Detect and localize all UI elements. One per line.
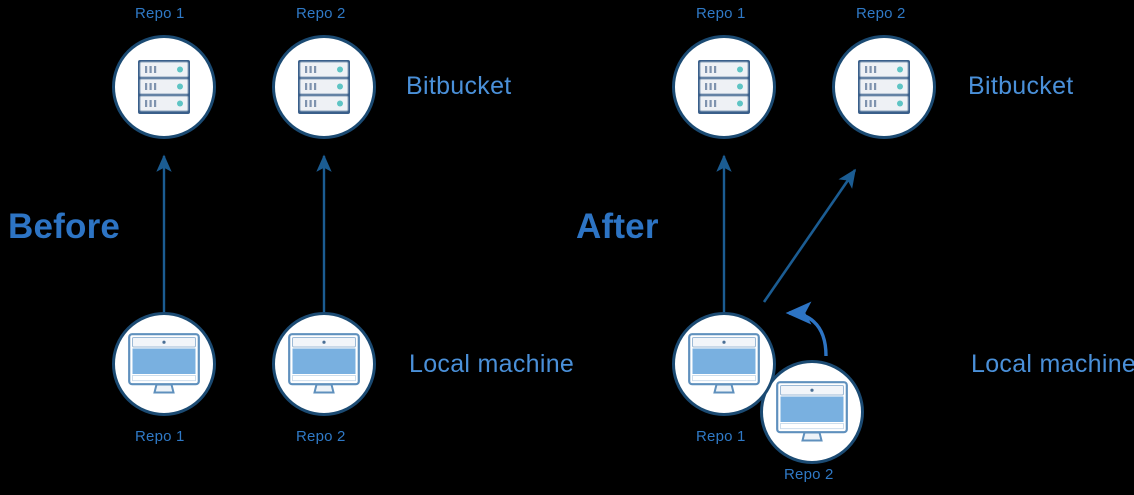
section-heading-before: Before xyxy=(8,207,121,246)
node-label-after-local-repo-1: Repo 1 xyxy=(696,428,746,445)
node-label-before-remote-repo-1: Repo 1 xyxy=(135,5,185,22)
node-before-local-repo-2[interactable] xyxy=(272,312,376,416)
node-after-local-repo-2[interactable] xyxy=(760,360,864,464)
node-label-after-local-repo-2: Repo 2 xyxy=(784,466,834,483)
node-label-after-remote-repo-2: Repo 2 xyxy=(856,5,906,22)
node-before-local-repo-1[interactable] xyxy=(112,312,216,416)
monitor-icon xyxy=(288,333,360,394)
row-label-local-machine-before: Local machine xyxy=(409,350,575,378)
monitor-icon xyxy=(688,333,760,394)
server-icon xyxy=(138,60,190,114)
node-after-local-repo-1[interactable] xyxy=(672,312,776,416)
monitor-icon xyxy=(776,381,848,442)
server-icon xyxy=(698,60,750,114)
connector-after-clone-curve xyxy=(785,301,828,357)
node-before-remote-repo-2[interactable] xyxy=(272,35,376,139)
section-heading-after: After xyxy=(576,207,659,246)
node-before-remote-repo-1[interactable] xyxy=(112,35,216,139)
row-label-local-machine-after: Local machine xyxy=(971,350,1134,378)
node-after-remote-repo-1[interactable] xyxy=(672,35,776,139)
node-after-remote-repo-2[interactable] xyxy=(832,35,936,139)
server-icon xyxy=(298,60,350,114)
monitor-icon xyxy=(128,333,200,394)
row-label-bitbucket-after: Bitbucket xyxy=(968,72,1074,100)
connector-after-repo2-diagonal xyxy=(762,168,857,303)
row-label-bitbucket-before: Bitbucket xyxy=(406,72,512,100)
node-label-before-remote-repo-2: Repo 2 xyxy=(296,5,346,22)
server-icon xyxy=(858,60,910,114)
node-label-after-remote-repo-1: Repo 1 xyxy=(696,5,746,22)
node-label-before-local-repo-2: Repo 2 xyxy=(296,428,346,445)
node-label-before-local-repo-1: Repo 1 xyxy=(135,428,185,445)
